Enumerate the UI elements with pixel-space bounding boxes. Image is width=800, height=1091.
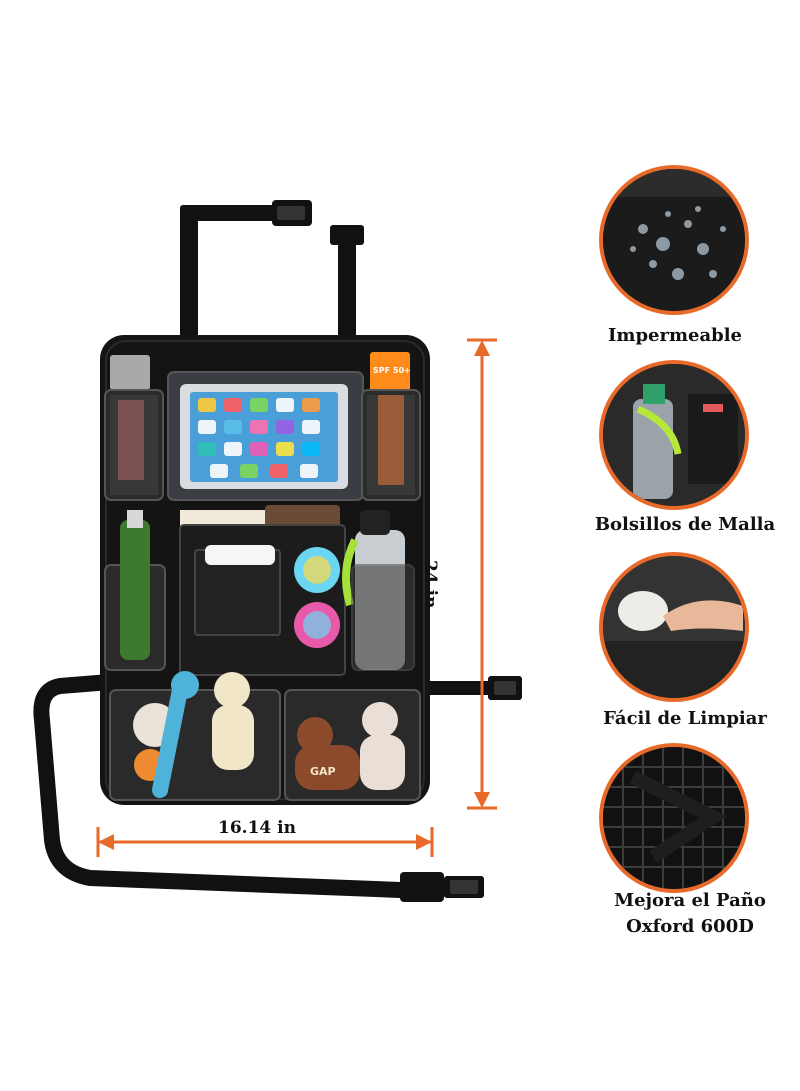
- water-droplets-icon: [603, 169, 745, 311]
- oxford-fabric-icon: [603, 747, 745, 889]
- top-straps: [180, 200, 364, 340]
- top-side-pockets: SPF 50+: [104, 352, 421, 501]
- mesh-pocket-icon: [603, 364, 745, 506]
- width-dimension: [96, 827, 434, 857]
- width-label: 16.14 in: [218, 818, 296, 838]
- bottom-strap: [33, 674, 522, 902]
- middle-pockets: [104, 505, 415, 676]
- feature-oxford-fabric-line2: Oxford 600D: [626, 916, 754, 937]
- feature-oxford-fabric-line1: Mejora el Paño: [614, 890, 766, 911]
- height-dimension: [467, 338, 497, 810]
- feature-easy-clean-image: [599, 552, 749, 702]
- bottom-mesh-pockets: GAP: [109, 671, 421, 801]
- feature-waterproof-label: Impermeable: [607, 325, 743, 346]
- feature-waterproof-image: [599, 165, 749, 315]
- cleaning-hand-icon: [603, 556, 745, 698]
- feature-easy-clean-label: Fácil de Limpiar: [603, 708, 767, 729]
- tablet-pocket: [167, 371, 364, 501]
- feature-mesh-pockets-label: Bolsillos de Malla: [594, 514, 776, 535]
- feature-mesh-pockets-image: [599, 360, 749, 510]
- feature-oxford-fabric-label: Mejora el Paño Oxford 600D: [595, 888, 785, 940]
- toy-print: GAP: [310, 765, 336, 778]
- sunscreen-label: SPF 50+: [373, 366, 411, 375]
- height-label: 24 in: [420, 560, 440, 609]
- feature-oxford-fabric-image: [599, 743, 749, 893]
